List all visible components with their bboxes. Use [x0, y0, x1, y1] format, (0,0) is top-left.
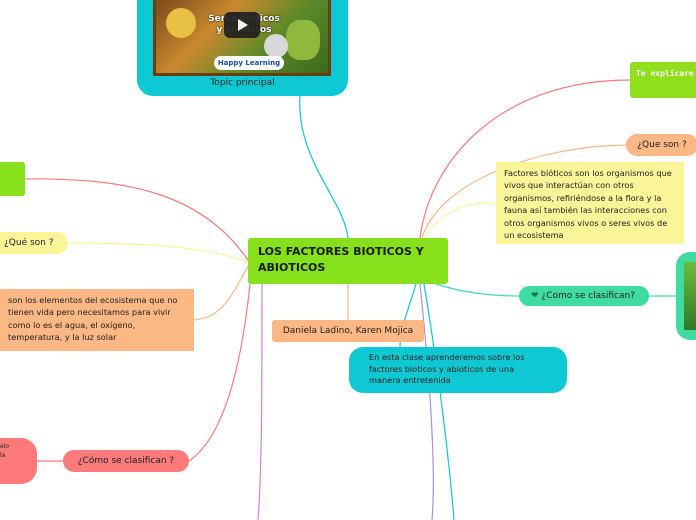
- central-topic-node[interactable]: LOS FACTORES BIOTICOS Y ABIOTICOS: [248, 238, 448, 284]
- como-se-clasifican-left-node[interactable]: ¿Cómo se clasifican ?: [63, 450, 189, 472]
- cartoon-elephant-decoration: [264, 34, 288, 58]
- green-heart-icon: ❤: [531, 291, 539, 301]
- nature-image-icon: [684, 262, 696, 330]
- link-como-left: [188, 283, 251, 462]
- link-como-right: [435, 283, 520, 297]
- link-down-purple: [419, 283, 434, 520]
- cartoon-tree-decoration: [286, 20, 320, 60]
- link-abioticos: [193, 265, 249, 321]
- link-que-son-left: [67, 242, 249, 263]
- red-node-text-2: la: [0, 452, 6, 459]
- abioticos-definition-node[interactable]: son los elementos del ecosistema que no …: [0, 289, 194, 351]
- right-image-node[interactable]: [676, 252, 696, 340]
- green-left-node[interactable]: [0, 162, 25, 196]
- link-down-teal: [423, 283, 455, 520]
- que-son-right-node[interactable]: ¿Que son ?: [626, 134, 696, 156]
- bioticos-definition-node[interactable]: Factores bióticos son los organismos que…: [496, 162, 684, 244]
- play-icon[interactable]: [224, 12, 260, 38]
- link-explicar: [419, 79, 631, 239]
- red-node-text-1: elo: [0, 443, 10, 450]
- como-se-clasifican-right-label: ¿Como se clasifican?: [541, 291, 635, 301]
- que-son-left-node[interactable]: ¿Qué son ?: [0, 232, 68, 254]
- clase-description-node[interactable]: En esta clase aprenderemos sobre los fac…: [349, 347, 567, 393]
- link-clase: [399, 283, 417, 348]
- cartoon-animal-decoration: [166, 8, 196, 38]
- autores-node[interactable]: Daniela Ladino, Karen Mojica: [272, 320, 424, 342]
- central-title-line-2: ABIOTICOS: [258, 261, 326, 274]
- link-down-pink: [257, 283, 263, 520]
- red-left-node[interactable]: elo la: [0, 438, 37, 484]
- link-green-left: [24, 178, 249, 261]
- link-bioticos: [423, 202, 497, 241]
- como-se-clasifican-right-node[interactable]: ❤ ¿Como se clasifican?: [519, 286, 649, 306]
- central-title-line-1: LOS FACTORES BIOTICOS Y: [258, 245, 424, 258]
- link-topic: [299, 95, 349, 239]
- video-logo: Happy Learning: [214, 56, 284, 70]
- te-explicare-node[interactable]: Te explicare: [630, 62, 696, 98]
- topic-label: Topic principal: [210, 78, 275, 88]
